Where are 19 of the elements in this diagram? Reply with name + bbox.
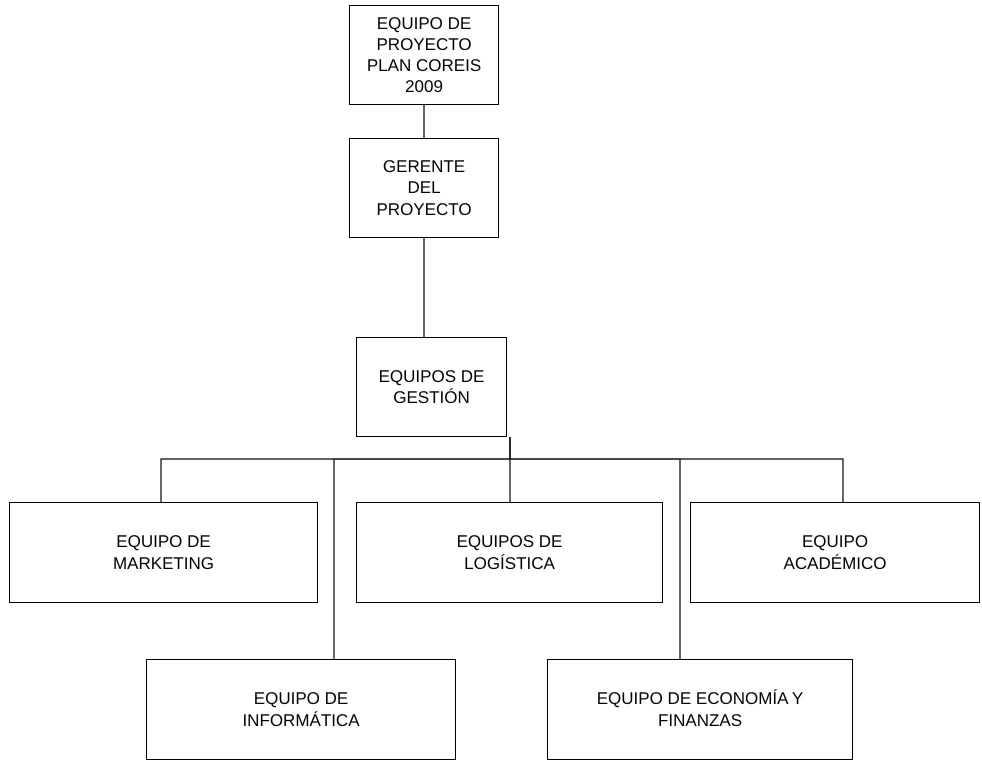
org-box — [146, 659, 456, 760]
box-label: EQUIPO DE INFORMÁTICA — [241, 688, 361, 731]
org-box — [9, 502, 318, 603]
org-box — [356, 337, 507, 437]
box-label: GERENTE DEL PROYECTO — [375, 156, 473, 220]
org-box — [690, 502, 980, 603]
org-box — [349, 138, 499, 238]
box-label: EQUIPOS DE GESTIÓN — [378, 366, 486, 408]
connector-line — [423, 105, 425, 138]
org-box — [547, 659, 853, 760]
box-label: EQUIPO DE PROYECTO PLAN COREIS 2009 — [366, 12, 482, 98]
box-label: EQUIPO DE MARKETING — [112, 531, 216, 574]
box-label: EQUIPO DE ECONOMÍA Y FINANZAS — [596, 688, 804, 731]
org-box — [356, 502, 663, 603]
connector-line — [509, 437, 844, 502]
box-label: EQUIPOS DE LOGÍSTICA — [456, 531, 564, 574]
connector-line — [423, 238, 425, 337]
org-box — [349, 5, 499, 105]
box-label: EQUIPO ACADÉMICO — [782, 531, 888, 574]
